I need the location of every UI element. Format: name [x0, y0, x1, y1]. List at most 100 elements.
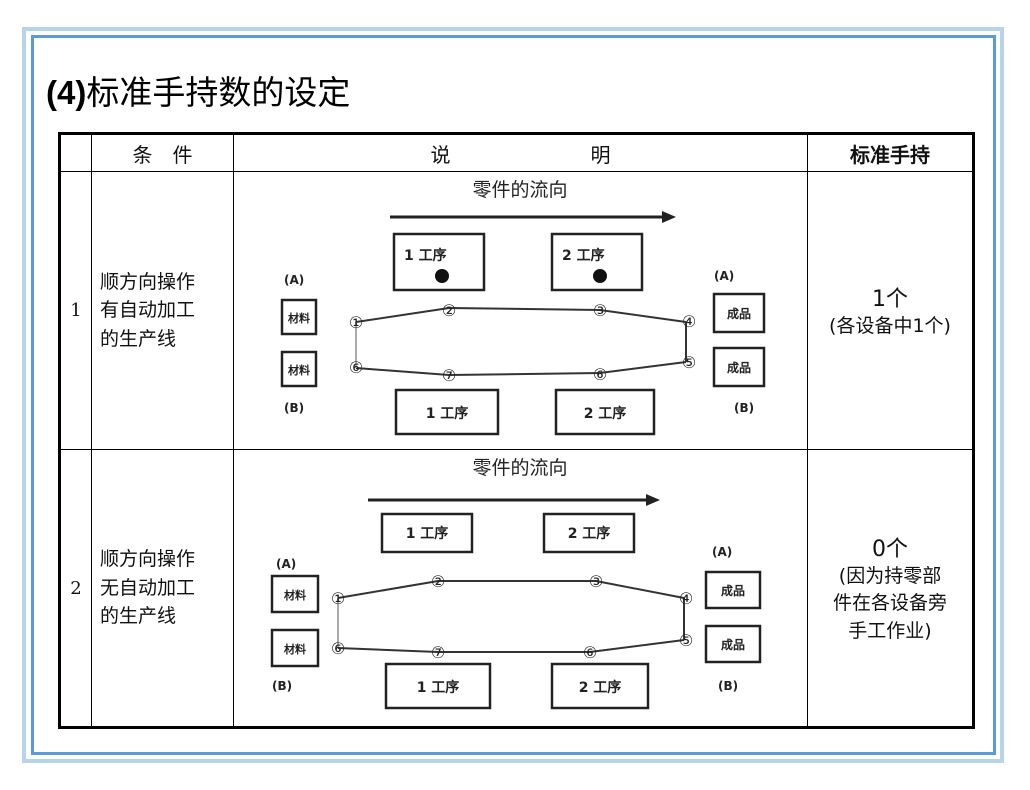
product-box — [712, 292, 766, 334]
product-box — [712, 346, 766, 388]
flow-label: 零件的流向 — [472, 457, 567, 479]
flow-arrow-head-icon — [662, 211, 676, 223]
table-row: 2 顺方向操作 无自动加工 的生产线 零件的流向 1 工序 2 工序 (A) (… — [59, 449, 974, 728]
condition-line: 顺方向操作 — [100, 270, 196, 293]
top-process-label: 1 工序 — [404, 247, 447, 264]
left-top-label: (A) — [284, 273, 304, 287]
node-6: ⑥ — [583, 643, 597, 662]
standard-count: 0个 — [872, 536, 908, 562]
node-6: ⑥ — [593, 365, 607, 384]
node-7: ⑦ — [431, 643, 445, 662]
product-label: 成品 — [721, 583, 745, 598]
node-8: ⑥ — [349, 358, 363, 377]
left-bottom-label: (B) — [284, 401, 304, 415]
material-label: 材料 — [284, 642, 306, 656]
node-8: ⑥ — [331, 639, 345, 658]
node-2: ② — [431, 572, 445, 591]
bottom-process-label: 2 工序 — [584, 405, 627, 422]
flow-diagram: 零件的流向 1 工序 2 工序 (A) (A) (B) (B) 材料 材料 — [280, 179, 766, 436]
product-box — [704, 570, 762, 610]
row-number: 2 — [59, 449, 92, 728]
standard-note: (各设备中1个) — [829, 314, 951, 337]
header-description: 说明 — [233, 133, 808, 172]
condition-line: 无自动加工 — [100, 576, 196, 599]
slide-inner-frame — [31, 35, 996, 755]
slide-outer-frame — [22, 27, 1004, 763]
slide-title: (4)标准手持数的设定 — [46, 66, 350, 114]
row-standard: 1个 (各设备中1个) — [807, 171, 974, 450]
flow-arrow-head-icon — [646, 494, 660, 506]
material-box — [270, 628, 320, 668]
product-label: 成品 — [721, 637, 745, 652]
condition-line: 顺方向操作 — [100, 548, 196, 571]
bottom-process-box — [394, 388, 500, 436]
standard-note: (因为持零部 — [838, 564, 942, 587]
material-label: 材料 — [288, 311, 310, 325]
top-process-label: 1 工序 — [406, 525, 449, 542]
node-2: ② — [442, 301, 456, 320]
right-bottom-label: (B) — [734, 401, 754, 415]
condition-line: 的生产线 — [100, 327, 177, 350]
row-standard: 0个 (因为持零部 件在各设备旁 手工作业) — [807, 449, 974, 728]
row-diagram-cell: 零件的流向 1 工序 2 工序 (A) (A) (B) (B) 材料 材料 — [233, 171, 808, 450]
loop-bottom-line — [337, 639, 685, 653]
node-5: ⑤ — [679, 631, 693, 650]
table-header-row: 条 件 说明 标准手持 — [59, 133, 974, 172]
left-bottom-label: (B) — [272, 679, 292, 693]
product-label: 成品 — [727, 306, 751, 321]
bottom-process-box — [550, 662, 650, 710]
condition-line: 的生产线 — [100, 605, 177, 628]
top-process-box — [380, 512, 474, 554]
material-box — [270, 574, 320, 614]
node-4: ④ — [679, 589, 693, 608]
loop-top-line — [337, 580, 685, 599]
condition-line: 有自动加工 — [100, 299, 196, 322]
table-row: 1 顺方向操作 有自动加工 的生产线 零件的流向 1 工序 2 工序 (A) (… — [59, 171, 974, 450]
product-label: 成品 — [727, 360, 751, 375]
row-diagram-cell: 零件的流向 1 工序 2 工序 (A) (A) (B) (B) 材料 材料 — [233, 449, 808, 728]
left-top-label: (A) — [276, 557, 296, 571]
material-box — [280, 298, 318, 336]
standard-wip-table: 条 件 说明 标准手持 1 顺方向操作 有自动加工 的生产线 零件的流向 1 工… — [58, 132, 975, 729]
bottom-process-label: 1 工序 — [417, 679, 460, 696]
header-description-right: 明 — [590, 142, 611, 167]
node-1: ① — [349, 313, 363, 332]
material-label: 材料 — [288, 363, 310, 377]
row-number: 1 — [59, 171, 92, 450]
bottom-process-box — [384, 662, 492, 710]
standard-note: 件在各设备旁 — [832, 592, 947, 615]
wip-dot-icon — [593, 269, 607, 283]
bottom-process-label: 2 工序 — [579, 679, 622, 696]
bottom-process-box — [554, 388, 656, 436]
standard-note: 手工作业) — [848, 619, 932, 642]
node-4: ④ — [682, 312, 696, 331]
header-index — [59, 133, 92, 172]
top-process-label: 2 工序 — [568, 525, 611, 542]
material-box — [280, 350, 318, 388]
right-top-label: (A) — [714, 269, 734, 283]
product-box — [704, 624, 762, 664]
node-3: ③ — [589, 572, 603, 591]
node-1: ① — [331, 589, 345, 608]
bottom-process-label: 1 工序 — [426, 405, 469, 422]
title-text: 标准手持数的设定 — [86, 73, 351, 112]
material-label: 材料 — [284, 588, 306, 602]
row-condition: 顺方向操作 无自动加工 的生产线 — [91, 449, 234, 728]
node-7: ⑦ — [442, 366, 456, 385]
loop-bottom-line — [355, 361, 687, 377]
top-process-box — [542, 512, 636, 554]
wip-dot-icon — [435, 269, 449, 283]
flow-diagram: 零件的流向 1 工序 2 工序 (A) (A) (B) (B) 材料 材料 — [270, 457, 762, 710]
header-condition: 条 件 — [91, 133, 234, 172]
header-standard: 标准手持 — [807, 133, 974, 172]
title-number: (4) — [46, 74, 87, 111]
right-bottom-label: (B) — [718, 679, 738, 693]
right-top-label: (A) — [712, 545, 732, 559]
top-process-label: 2 工序 — [562, 247, 605, 264]
header-description-left: 说 — [430, 142, 451, 167]
standard-count: 1个 — [872, 286, 908, 312]
node-5: ⑤ — [682, 353, 696, 372]
loop-top-line — [355, 306, 687, 323]
flow-label: 零件的流向 — [472, 179, 567, 201]
node-3: ③ — [593, 301, 607, 320]
